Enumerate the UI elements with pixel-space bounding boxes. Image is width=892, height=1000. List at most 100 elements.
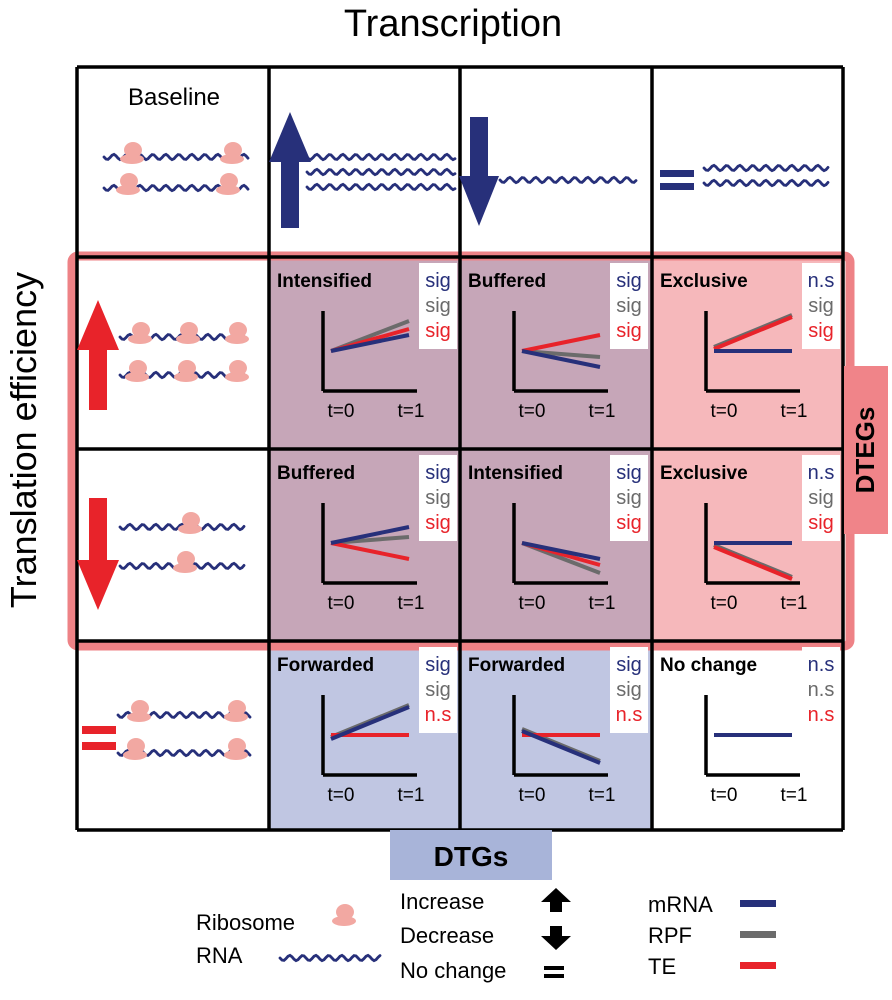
cell-label: No change [660,655,757,676]
significance-value: sig [808,320,834,342]
increase-arrow-icon [541,888,571,912]
mrna-line [521,541,601,561]
significance-value: sig [425,487,451,509]
significance-value: n.s [808,462,835,484]
significance-value: sig [616,320,642,342]
time-end-label: t=1 [589,401,616,422]
significance-value: n.s [425,704,452,726]
time-end-label: t=1 [781,401,808,422]
legend-ribosome-icon [332,904,356,926]
rna-strand-icon [498,175,638,185]
cell-label: Exclusive [660,463,748,484]
ribosome-small-subunit [216,185,240,195]
legend-increase-icon [541,888,571,912]
ribosome-small-subunit [116,185,140,195]
cells: Intensified sig sig sig t=0 t=1 Buffered sig sig… [277,263,840,806]
row-equal-header [82,700,252,760]
significance-value: sig [425,654,451,676]
legend-rpf-label: RPF [648,923,692,948]
ribosome-icon [116,173,140,195]
col-down-header [459,117,638,226]
significance-value: sig [616,487,642,509]
time-start-label: t=0 [328,785,355,806]
equal-bar [82,742,116,750]
legend-decrease-icon [541,926,571,950]
time-start-label: t=0 [519,401,546,422]
ribosome-large-subunit [229,322,247,338]
ribosome-large-subunit [336,904,354,920]
rna-strand-icon [118,522,246,532]
te-down-arrow-icon [77,498,119,610]
te-line [330,541,410,561]
cell-label: Forwarded [468,655,565,676]
ribosome-icon [125,360,149,382]
significance-value: sig [425,462,451,484]
significance-value: sig [808,295,834,317]
te-equal-icon [82,726,116,750]
ribosome-icon [224,738,248,760]
significance-box [802,455,840,541]
cell-label: Forwarded [277,655,374,676]
ribosome-large-subunit [182,512,200,528]
rna-strand-icon [278,953,382,963]
significance-value: sig [808,487,834,509]
legend-te-swatch [740,962,776,969]
mrna-line [330,333,410,353]
significance-value: sig [425,270,451,292]
significance-box [802,263,840,349]
legend-decrease-label: Decrease [400,923,494,948]
col-equal-header [660,163,830,190]
dtg-label: DTGs [434,841,509,872]
significance-value: sig [616,679,642,701]
rna-strand-icon [305,182,457,192]
rna-strand-icon [702,178,830,188]
ribosome-small-subunit [128,334,152,344]
significance-value: n.s [808,270,835,292]
legend-increase-label: Increase [400,889,484,914]
equal-bar [544,966,564,970]
equal-bar [660,183,694,190]
baseline-label: Baseline [128,84,220,111]
rna-strand-icon [305,152,457,162]
mrna-line [330,525,410,545]
y-axis-label: Translation efficiency [3,272,44,608]
legend-ribosome-label: Ribosome [196,910,295,935]
ribosome-small-subunit [120,154,144,164]
ribosome-icon [128,322,152,344]
te-line [521,333,601,353]
cell-label: Buffered [468,271,546,292]
significance-value: sig [425,512,451,534]
nochange-equal-icon [544,966,564,978]
headers [77,112,830,760]
ribosome-large-subunit [229,360,247,376]
dteg-label: DTEGs [850,407,880,494]
ribosome-large-subunit [220,173,238,189]
significance-value: n.s [616,704,643,726]
col-up-header [269,112,457,228]
significance-value: sig [425,295,451,317]
time-start-label: t=0 [519,593,546,614]
equal-bar [82,726,116,734]
ribosome-icon [332,904,356,926]
significance-box [610,455,648,541]
legend-rna-icon [278,953,382,963]
cell-label: Intensified [468,463,563,484]
dtg-label-box [390,830,552,880]
ribosome-icon [176,322,200,344]
row-up-header [77,300,249,410]
time-end-label: t=1 [589,593,616,614]
ribosome-large-subunit [228,738,246,754]
equal-bar [544,974,564,978]
ribosome-icon [127,700,151,722]
ribosome-large-subunit [132,322,150,338]
significance-value: n.s [808,654,835,676]
ribosome-icon [225,360,249,382]
mrna-line [521,729,601,765]
time-end-label: t=1 [589,785,616,806]
ribosome-icon [173,551,197,573]
